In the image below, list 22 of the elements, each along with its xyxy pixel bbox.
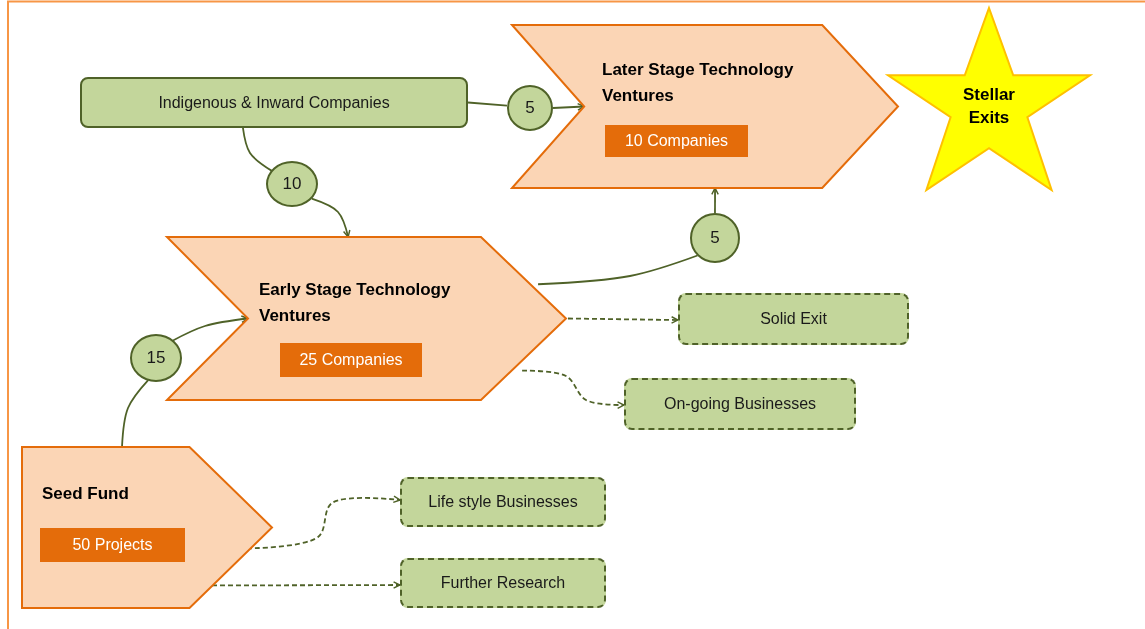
outcome-box: On-going Businesses xyxy=(624,378,856,430)
count-circle: 10 xyxy=(266,161,318,207)
count-label: 50 Projects xyxy=(40,528,185,562)
stage-title: Later Stage Technology Ventures xyxy=(602,59,795,108)
dashed-arrow xyxy=(521,369,625,409)
arrow xyxy=(310,197,351,238)
dashed-arrow xyxy=(211,581,401,589)
arrow xyxy=(552,102,586,111)
arrow xyxy=(711,187,719,214)
star-label: Stellar Exits xyxy=(962,84,1016,129)
outcome-box: Solid Exit xyxy=(678,293,909,345)
source-box: Indigenous & Inward Companies xyxy=(80,77,468,128)
dashed-arrow xyxy=(567,316,679,324)
count-circle: 15 xyxy=(130,334,182,382)
stage-title: Early Stage Technology Ventures xyxy=(259,279,452,328)
count-label: 25 Companies xyxy=(280,343,422,377)
count-label: 10 Companies xyxy=(605,125,748,157)
outcome-box: Further Research xyxy=(400,558,606,608)
stage-title: Seed Fund xyxy=(42,483,130,505)
outcome-box: Life style Businesses xyxy=(400,477,606,527)
count-circle: 5 xyxy=(507,85,553,131)
count-circle: 5 xyxy=(690,213,740,263)
